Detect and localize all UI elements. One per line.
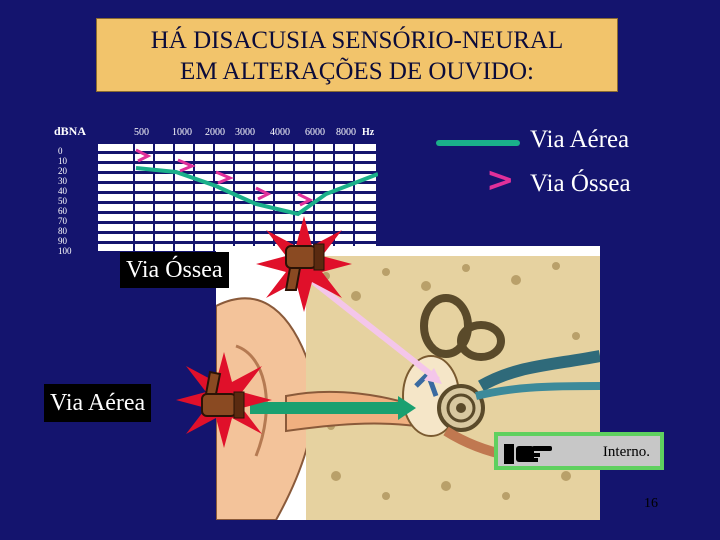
y-tick: 100	[58, 246, 72, 256]
legend-bone-symbol: >	[486, 160, 515, 200]
starburst-icon	[256, 216, 352, 312]
y-tick: 0	[58, 146, 63, 156]
y-axis-label: dBNA	[54, 124, 87, 138]
bone-marker	[297, 192, 314, 207]
thumbs-down-icon	[284, 243, 325, 291]
title-box: HÁ DISACUSIA SENSÓRIO-NEURAL EM ALTERAÇÕ…	[96, 18, 618, 92]
y-tick: 70	[58, 216, 67, 226]
x-tick: 1000	[172, 127, 192, 138]
y-tick: 40	[58, 186, 67, 196]
interno-label: Interno.	[602, 444, 650, 460]
air-conduction-line	[135, 166, 378, 217]
thumbs-up-icon	[201, 370, 245, 419]
legend-ossea-label: Via Óssea	[530, 170, 631, 197]
x-tick: 6000	[305, 127, 325, 138]
callout-via-ossea: Via Óssea	[120, 252, 229, 288]
bone-marker	[177, 158, 196, 173]
bone-marker	[255, 186, 272, 201]
starburst-icon	[176, 352, 272, 448]
bone-marker	[215, 170, 234, 185]
legend-air-line	[436, 140, 520, 146]
ear-anatomy-image	[216, 246, 600, 520]
y-tick: 90	[58, 236, 67, 246]
x-tick: 8000	[336, 127, 356, 138]
audiogram-grid	[98, 144, 378, 251]
y-tick: 80	[58, 226, 67, 236]
x-tick: 4000	[270, 127, 290, 138]
y-tick: 30	[58, 176, 67, 186]
y-tick: 20	[58, 166, 67, 176]
y-tick: 10	[58, 156, 67, 166]
x-tick: 3000	[235, 127, 255, 138]
title-line-1: HÁ DISACUSIA SENSÓRIO-NEURAL	[150, 27, 564, 54]
bone-conduction-arrow	[304, 273, 440, 383]
page-number: 16	[644, 496, 658, 511]
title-line-2: EM ALTERAÇÕES DE OUVIDO:	[180, 58, 534, 85]
x-tick: 500	[134, 127, 149, 138]
legend-aerea-label: Via Aérea	[530, 126, 630, 153]
pointing-hand-icon	[504, 444, 552, 464]
bone-marker	[135, 148, 152, 163]
y-tick: 60	[58, 206, 67, 216]
callout-via-aerea: Via Aérea	[44, 384, 152, 422]
x-tick: 2000	[205, 127, 225, 138]
y-tick: 50	[58, 196, 67, 206]
interno-box: Interno.	[494, 432, 664, 470]
x-unit: Hz	[362, 127, 375, 138]
